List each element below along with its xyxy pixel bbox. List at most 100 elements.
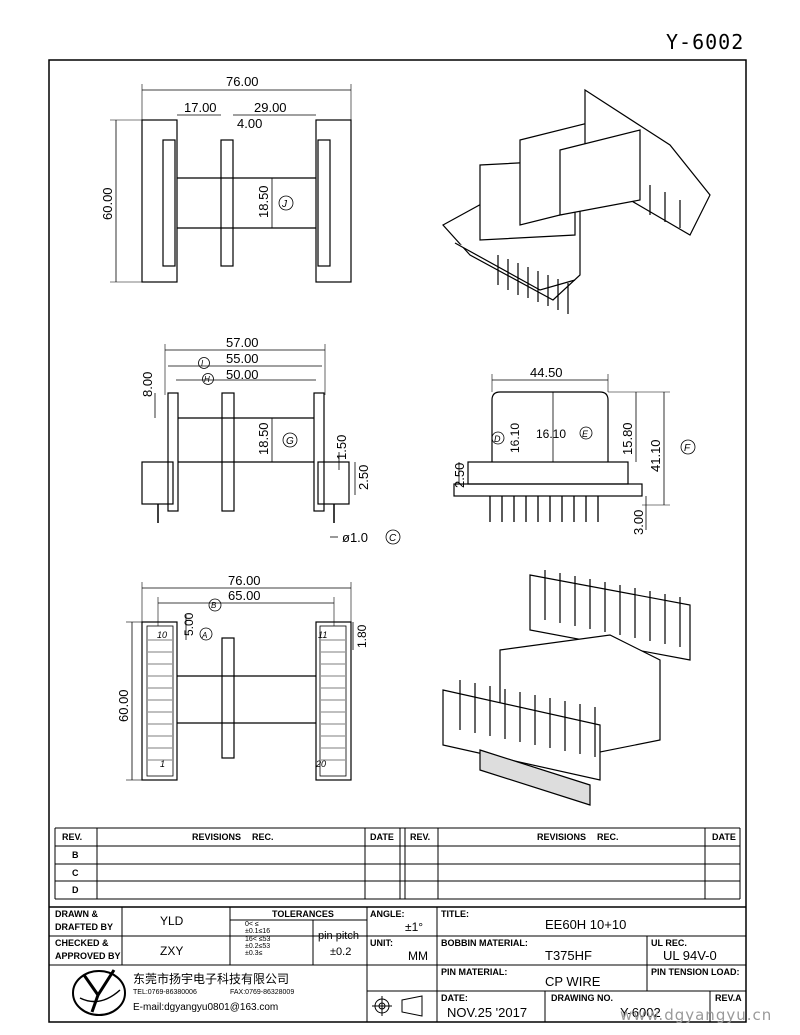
ul-rec-value: UL 94V-0 — [663, 948, 717, 963]
date-col-left: DATE — [370, 832, 394, 842]
dim-bottom-65: 65.00 — [228, 588, 261, 603]
rev-a-label: REV.A — [715, 993, 742, 1003]
title-label: TITLE: — [441, 909, 469, 919]
pin-label-11: 11 — [318, 630, 327, 640]
ref-g: G — [286, 436, 294, 447]
date-label: DATE: — [441, 993, 468, 1003]
drawing-no-label: DRAWING NO. — [551, 993, 613, 1003]
ref-f: F — [684, 443, 691, 454]
drawn-value: YLD — [160, 914, 184, 928]
date-value: NOV.25 '2017 — [447, 1005, 528, 1020]
unit-value: MM — [408, 949, 428, 963]
dim-side-1850: 18.50 — [256, 422, 271, 455]
ul-rec-label: UL REC. — [651, 938, 687, 948]
pin-tension-label: PIN TENSION LOAD: — [651, 967, 740, 977]
tolerances-label: TOLERANCES — [272, 909, 334, 919]
ref-d: D — [494, 434, 501, 444]
date-col-right: DATE — [712, 832, 736, 842]
rev-col-right: REV. — [410, 832, 431, 842]
company-email: E-mail:dgyangyu0801@163.com — [133, 1002, 279, 1013]
pin-pitch-label: pin pitch — [318, 930, 359, 942]
checked-label-1: CHECKED & — [55, 938, 109, 948]
company-fax: FAX:0769-86328009 — [230, 989, 295, 996]
dim-bottom-76: 76.00 — [228, 573, 261, 588]
pin-label-1: 1 — [160, 759, 165, 769]
dim-side-pin: ø1.0 — [342, 530, 368, 545]
isometric-view-bottom — [442, 570, 691, 806]
pin-material-value: CP WIRE — [545, 974, 601, 989]
rec-col-left: REC. — [252, 832, 274, 842]
dim-front-1610a: 16.10 — [508, 423, 522, 453]
dim-side-57: 57.00 — [226, 335, 259, 350]
angle-value: ±1° — [405, 920, 424, 934]
dim-top-17: 17.00 — [184, 100, 217, 115]
dim-top-29: 29.00 — [254, 100, 287, 115]
pin-material-label: PIN MATERIAL: — [441, 967, 508, 977]
dim-front-1610b: 16.10 — [536, 427, 566, 441]
ref-j: J — [281, 199, 288, 210]
dim-front-4110: 41.10 — [648, 439, 663, 472]
bobbin-material-label: BOBBIN MATERIAL: — [441, 938, 528, 948]
rev-row-d: D — [72, 885, 79, 895]
company-tel: TEL:0769-86380006 — [133, 989, 197, 996]
tol-line-1: 0< ≤ — [245, 921, 259, 928]
ref-i: I — [201, 359, 204, 368]
rev-row-b: B — [72, 850, 79, 860]
projection-symbol-icon — [372, 995, 423, 1017]
dim-side-150: 1.50 — [334, 435, 349, 460]
tol-line-4: ±0.2≤53 — [245, 943, 271, 950]
drawing-code: Y-6002 — [666, 30, 745, 54]
pin-label-10: 10 — [157, 630, 167, 640]
tol-line-5: ±0.3≤ — [245, 950, 263, 957]
dim-front-4450: 44.50 — [530, 365, 563, 380]
dim-top-4: 4.00 — [237, 116, 262, 131]
dim-side-50: 50.00 — [226, 367, 259, 382]
dim-side-8: 8.00 — [140, 372, 155, 397]
revisions-col-right: REVISIONS — [537, 832, 587, 842]
unit-label: UNIT: — [370, 938, 393, 948]
rec-col-right: REC. — [597, 832, 619, 842]
bobbin-material-value: T375HF — [545, 948, 592, 963]
rev-col-left: REV. — [62, 832, 83, 842]
dim-side-55: 55.00 — [226, 351, 259, 366]
dim-side-250: 2.50 — [356, 465, 371, 490]
ref-h: H — [204, 375, 210, 384]
drawn-label-1: DRAWN & — [55, 909, 98, 919]
title-block-grid — [49, 827, 746, 1022]
ref-e: E — [582, 429, 589, 439]
drawn-label-2: DRAFTED BY — [55, 922, 113, 932]
tol-line-2: ±0.1≤16 — [245, 928, 271, 935]
dim-front-300: 3.00 — [631, 510, 646, 535]
revisions-col-left: REVISIONS — [192, 832, 242, 842]
dim-front-1580: 15.80 — [620, 422, 635, 455]
dim-top-60: 60.00 — [100, 187, 115, 220]
pin-pitch-value: ±0.2 — [330, 946, 352, 958]
dim-top-1850: 18.50 — [256, 185, 271, 218]
dim-front-250: 2.50 — [452, 463, 467, 488]
isometric-view-top — [442, 88, 711, 314]
drawing-frame — [48, 59, 747, 1023]
title-value: EE60H 10+10 — [545, 917, 627, 932]
dim-bottom-5: 5.00 — [182, 612, 196, 636]
company-logo-icon — [72, 969, 126, 1016]
dim-top-76: 76.00 — [226, 74, 259, 89]
watermark: www.dgyangyu.cn — [620, 1006, 773, 1024]
tol-line-3: 16< ≤53 — [245, 936, 271, 943]
ref-c: C — [389, 533, 397, 544]
angle-label: ANGLE: — [370, 909, 405, 919]
drawing-no-value: Y-6002 — [620, 1005, 661, 1020]
ref-a: A — [201, 631, 207, 640]
bottom-view — [126, 582, 354, 781]
checked-label-2: APPROVED BY — [55, 951, 121, 961]
dim-bottom-60: 60.00 — [116, 689, 131, 722]
pin-label-20: 20 — [315, 759, 326, 769]
rev-row-c: C — [72, 868, 79, 878]
dim-bottom-180: 1.80 — [355, 624, 369, 648]
side-view — [141, 344, 401, 545]
ref-b: B — [211, 601, 217, 610]
top-view — [110, 84, 352, 283]
company-name: 东莞市扬宇电子科技有限公司 — [133, 972, 290, 986]
checked-value: ZXY — [160, 944, 184, 958]
front-view — [453, 374, 696, 530]
